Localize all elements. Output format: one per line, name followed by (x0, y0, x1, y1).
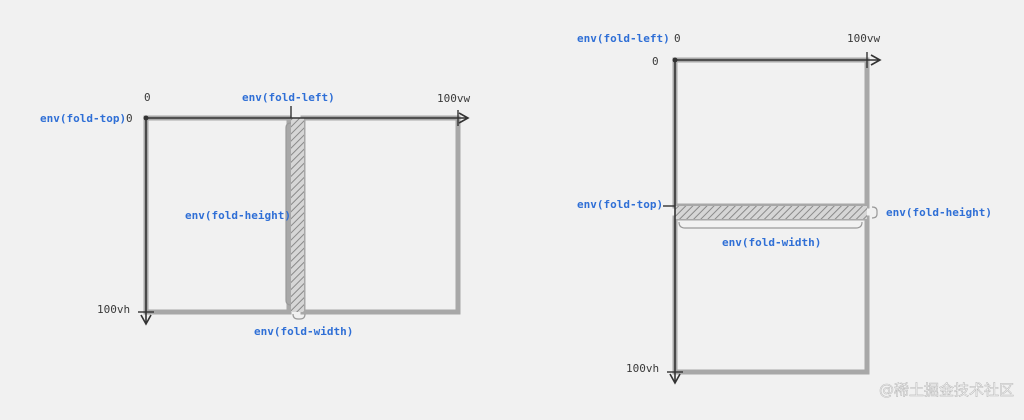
right-diagram: env(fold-left) 0 100vw 0 env(fold-top) e… (577, 32, 992, 385)
right-fold-top-label: env(fold-top) (577, 198, 663, 211)
left-fold-width-brace (292, 313, 306, 320)
left-fold-top-label: env(fold-top) (40, 112, 126, 125)
left-fold-height-brace (285, 122, 292, 306)
right-fold-width-label: env(fold-width) (722, 236, 821, 249)
right-x-origin-label: 0 (674, 32, 681, 45)
right-y-origin-label: 0 (652, 55, 659, 68)
right-origin-dot (672, 57, 678, 63)
left-fold-width-label: env(fold-width) (254, 325, 353, 338)
left-fold-hatch (291, 118, 304, 312)
left-origin-dot (143, 115, 149, 121)
watermark: @稀土掘金技术社区 (879, 381, 1014, 399)
left-y-end-label: 100vh (97, 303, 130, 316)
left-panel-right-screen (300, 115, 461, 315)
left-fold-height-label: env(fold-height) (185, 209, 291, 222)
right-fold-height-label: env(fold-height) (886, 206, 992, 219)
right-panel-top-screen (672, 57, 870, 209)
right-fold-width-brace (678, 221, 863, 229)
left-diagram: 0 env(fold-left) 100vw env(fold-top) 0 e… (40, 91, 470, 338)
right-x-end-label: 100vw (847, 32, 880, 45)
right-fold-height-brace (871, 206, 878, 219)
left-x-end-label: 100vw (437, 92, 470, 105)
right-fold-left-label: env(fold-left) (577, 32, 670, 45)
left-y-origin-label: 0 (126, 112, 133, 125)
right-y-end-label: 100vh (626, 362, 659, 375)
right-fold-hatch (675, 206, 867, 219)
left-fold-left-label: env(fold-left) (242, 91, 335, 104)
left-x-origin-label: 0 (144, 91, 151, 104)
